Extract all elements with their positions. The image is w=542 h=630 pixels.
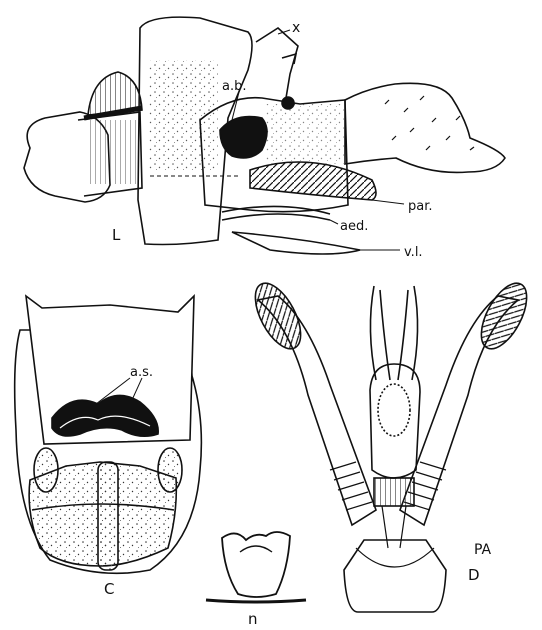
figure-c [15, 296, 202, 573]
left-hairy-tip [246, 276, 310, 356]
label-x: x [292, 20, 300, 36]
aedeagus-bulb [370, 364, 420, 478]
figure-l-lateral-view [24, 17, 505, 254]
left-lobe [34, 448, 58, 492]
small-sclerite [222, 532, 290, 597]
central-lobe-left [370, 286, 376, 380]
dark-structure [220, 117, 267, 159]
label-vl: v.l. [404, 245, 423, 260]
label-pa: PA [474, 542, 492, 558]
label-figure-l: L [112, 226, 121, 244]
right-hairy-tip [472, 276, 536, 356]
figure-d [246, 276, 536, 612]
base-line [206, 600, 306, 602]
right-lobe [158, 448, 182, 492]
label-par: par. [408, 199, 433, 214]
ventral-lobe [232, 232, 360, 254]
label-figure-d: D [468, 566, 480, 584]
aedeagus [222, 206, 330, 214]
parameres [250, 162, 376, 200]
figure-n [206, 532, 306, 602]
central-lobe-right [412, 286, 418, 380]
clasper [345, 83, 505, 172]
median-strip [98, 462, 118, 570]
label-figure-c: C [104, 580, 114, 598]
label-aed: aed. [340, 219, 368, 234]
label-figure-n: n [248, 610, 258, 628]
label-as: a.s. [130, 365, 153, 380]
hooked-arm [256, 28, 298, 98]
label-ab: a.b. [222, 79, 246, 94]
